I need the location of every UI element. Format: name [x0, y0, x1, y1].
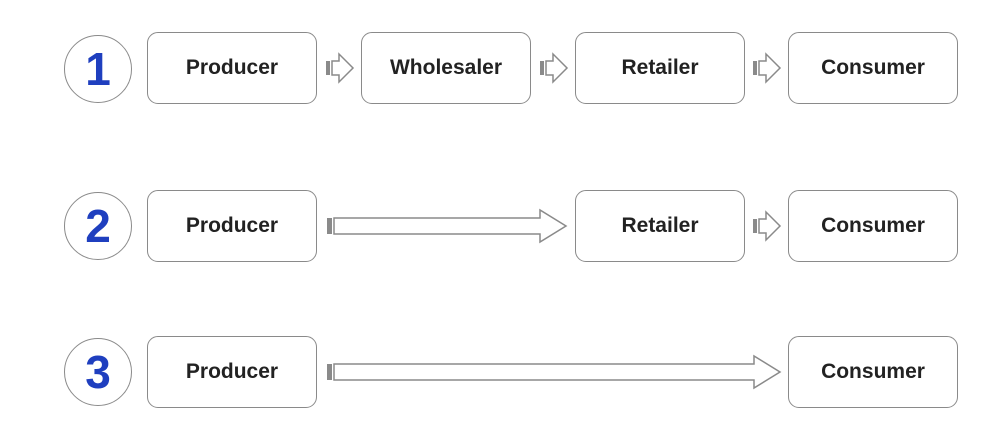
row-1-number-circle: 1 [64, 35, 132, 103]
row-2-consumer-label: Consumer [821, 214, 925, 237]
row-3-number-circle: 3 [64, 338, 132, 406]
row-1-producer-box: Producer [147, 32, 317, 104]
row-1-consumer-label: Consumer [821, 56, 925, 79]
row-3-producer-label: Producer [185, 360, 279, 383]
row-1-arrow-1 [326, 52, 355, 84]
row-2-retailer-box: Retailer [575, 190, 745, 262]
row-3-consumer-box: Consumer [788, 336, 958, 408]
row-2-producer-label: Producer [185, 214, 279, 237]
row-2-retailer-label: Retailer [621, 214, 699, 237]
row-3-long-arrow [327, 354, 782, 390]
row-1-arrow-3 [753, 52, 782, 84]
row-2-producer-box: Producer [147, 190, 317, 262]
row-3-producer-box: Producer [147, 336, 317, 408]
row-2-arrow-2 [753, 210, 782, 242]
row-3-consumer-label: Consumer [821, 360, 925, 383]
row-1-arrow-2 [540, 52, 569, 84]
row-1-wholesaler-label: Wholesaler [389, 56, 503, 79]
row-1-retailer-box: Retailer [575, 32, 745, 104]
row-2-number: 2 [85, 200, 111, 252]
row-1-retailer-label: Retailer [621, 56, 699, 79]
row-3-number: 3 [85, 346, 111, 398]
row-1-wholesaler-box: Wholesaler [361, 32, 531, 104]
row-1-producer-label: Producer [185, 56, 279, 79]
row-1-number: 1 [85, 43, 111, 95]
row-1-consumer-box: Consumer [788, 32, 958, 104]
row-2-long-arrow [327, 208, 568, 244]
row-2-consumer-box: Consumer [788, 190, 958, 262]
row-2-number-circle: 2 [64, 192, 132, 260]
